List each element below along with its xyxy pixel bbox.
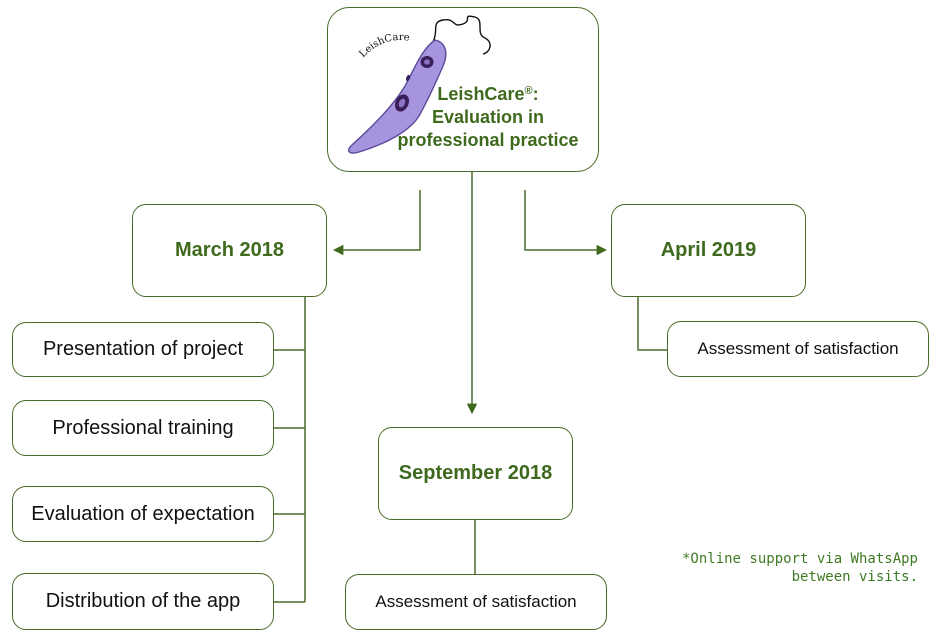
support-note: *Online support via WhatsApp between vis… — [682, 550, 918, 586]
registered-mark: ® — [524, 85, 533, 97]
march-item-2: Professional training — [12, 400, 274, 456]
main-title-line3: professional practice — [397, 130, 579, 150]
main-title-line1: LeishCare — [437, 84, 525, 104]
april-item-1: Assessment of satisfaction — [667, 321, 929, 377]
april-item-1-label: Assessment of satisfaction — [697, 339, 899, 358]
september-2018-box: September 2018 — [378, 427, 573, 520]
march-item-4: Distribution of the app — [12, 573, 274, 630]
september-item-1-label: Assessment of satisfaction — [375, 592, 577, 611]
march-item-1: Presentation of project — [12, 322, 274, 377]
logo-text-path: LeishCare — [357, 32, 410, 60]
april-2019-label: April 2019 — [660, 239, 757, 261]
arrow-to-march — [332, 190, 421, 256]
main-title-line2: Evaluation in — [431, 107, 545, 127]
march-item-3: Evaluation of expectation — [12, 486, 274, 542]
arrow-to-april — [524, 190, 608, 256]
support-note-line1: *Online support via WhatsApp — [681, 551, 918, 567]
september-2018-label: September 2018 — [398, 462, 553, 484]
main-title-colon: : — [532, 84, 539, 104]
march-2018-label: March 2018 — [175, 239, 284, 261]
april-connector — [637, 296, 667, 351]
march-item-1-label: Presentation of project — [42, 338, 244, 360]
march-item-4-label: Distribution of the app — [45, 590, 241, 612]
september-item-1: Assessment of satisfaction — [345, 574, 607, 630]
logo-text: LeishCare — [357, 32, 410, 60]
main-title: LeishCare®: Evaluation in professional p… — [377, 80, 599, 152]
support-note-line2: between visits. — [791, 569, 918, 585]
leishmania-parasite-illustration: LeishCare — [348, 15, 491, 154]
march-2018-box: March 2018 — [132, 204, 327, 297]
march-item-2-label: Professional training — [52, 416, 234, 439]
april-2019-box: April 2019 — [611, 204, 806, 297]
march-item-3-label: Evaluation of expectation — [31, 502, 255, 525]
